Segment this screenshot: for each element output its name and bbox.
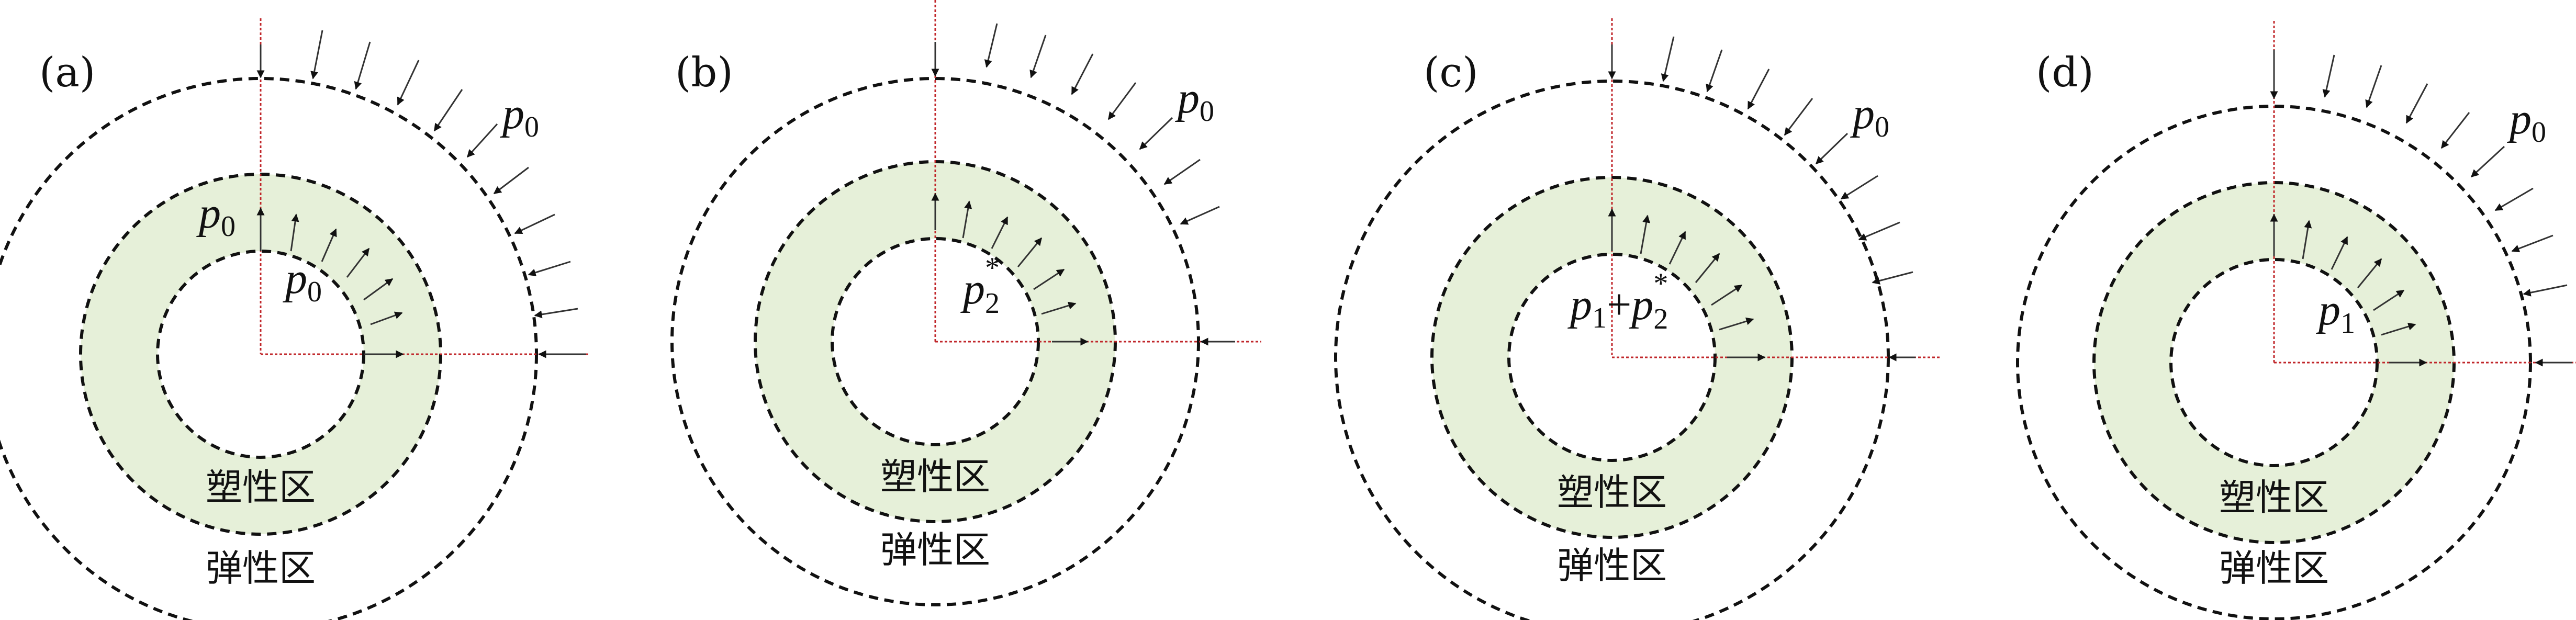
inner-pressure-label-d: p1 [2316, 286, 2355, 340]
plastic-zone-label-b: 塑性区 [880, 455, 990, 498]
panel-d: (d) p0 p1 塑性区 [2016, 21, 2576, 620]
outer-pressure-arrows-b [984, 23, 1220, 225]
elastic-zone-label-a: 弹性区 [206, 547, 316, 590]
inner-pressure-arrows-b [962, 200, 1077, 315]
inner-pressure-arrows-d [2302, 220, 2416, 336]
panel-label-c: (c) [1424, 49, 1479, 96]
outer-pressure-label-b: p0 [1175, 74, 1214, 128]
panel-label-d: (d) [2036, 49, 2094, 96]
elastic-zone-label-c: 弹性区 [1557, 544, 1667, 587]
outer-pressure-arrows-a [310, 30, 578, 319]
elastic-zone-label-d: 弹性区 [2219, 547, 2329, 590]
plastic-zone-label-a: 塑性区 [206, 466, 316, 509]
inner-pressure-label-c: p1+p2* [1567, 267, 1668, 335]
panel-c: (c) p0 p1+p2* [1334, 18, 1942, 620]
outer-pressure-label-c: p0 [1850, 89, 1889, 143]
plastic-pressure-arrows-a [290, 213, 403, 325]
elastic-zone-boundary-c [1334, 80, 1890, 620]
panel-label-b: (b) [675, 49, 733, 96]
panel-a: (a) [0, 18, 589, 620]
inner-pressure-label-a: p0 [283, 254, 322, 308]
tunnel-boundary-b [831, 237, 1040, 446]
outer-pressure-label-d: p0 [2507, 95, 2546, 149]
inner-pressure-arrows-c [1640, 215, 1754, 331]
inner-pressure-label-b: p2* [960, 252, 1000, 320]
elastic-zone-boundary-b [670, 77, 1200, 606]
elastic-zone-label-b: 弹性区 [880, 528, 990, 571]
plastic-boundary-pressure-label-a: p0 [196, 189, 236, 243]
plastic-zone-label-d: 塑性区 [2219, 476, 2329, 519]
outer-pressure-label-a: p0 [500, 89, 539, 143]
tunnel-boundary-d [2169, 258, 2379, 467]
panel-label-a: (a) [39, 49, 95, 96]
panel-b: (b) p0 p2* 塑性区 弹性 [670, 0, 1261, 606]
tunnel-boundary-c [1507, 253, 1717, 462]
outer-pressure-arrows-c [1661, 36, 1913, 285]
outer-pressure-arrows-d [2322, 54, 2568, 297]
plastic-zone-label-c: 塑性区 [1557, 471, 1667, 514]
